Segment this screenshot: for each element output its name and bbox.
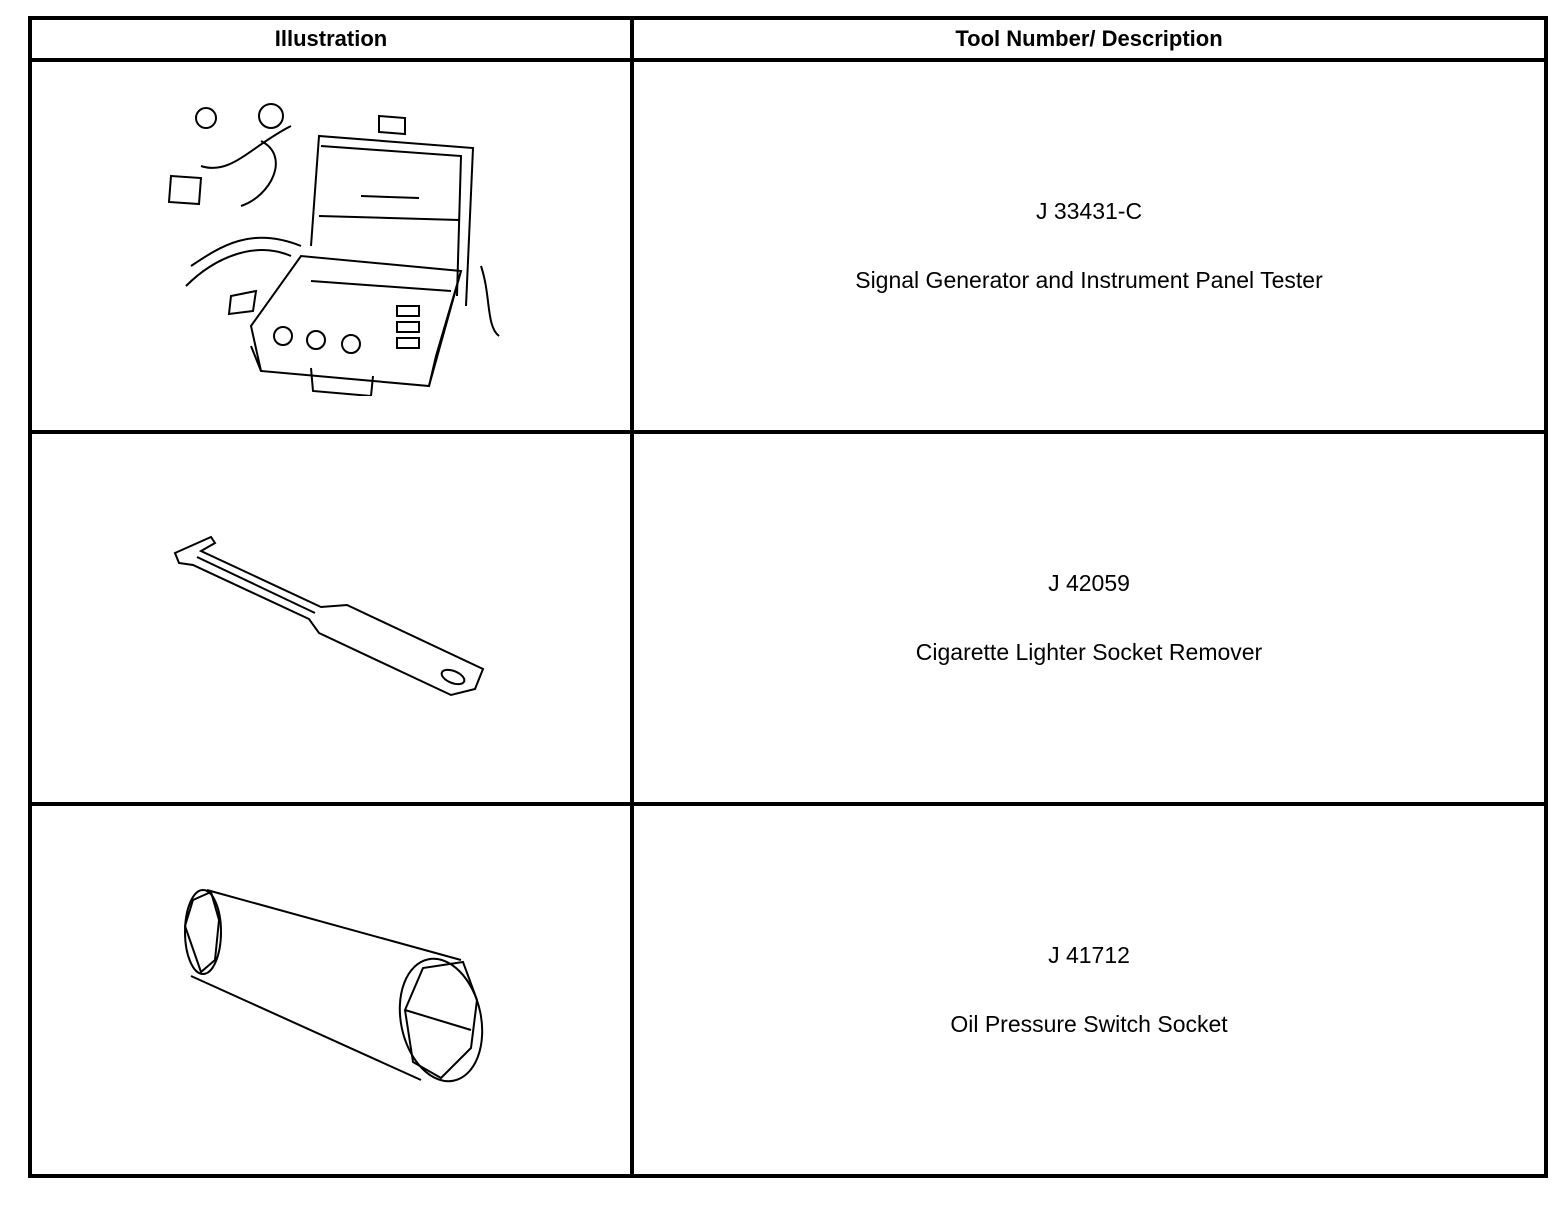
tool-number: J 42059: [1048, 570, 1130, 596]
illustration-cell: [28, 58, 634, 434]
table-row: J 42059 Cigarette Lighter Socket Remover: [28, 430, 1548, 806]
illustration-cell: [28, 802, 634, 1178]
tool-cell: J 33431-C Signal Generator and Instrumen…: [630, 58, 1548, 434]
tool-number: J 41712: [1048, 942, 1130, 968]
table-row: J 41712 Oil Pressure Switch Socket: [28, 802, 1548, 1178]
tool-description: Signal Generator and Instrument Panel Te…: [855, 267, 1323, 293]
tool-cell: J 42059 Cigarette Lighter Socket Remover: [630, 430, 1548, 806]
tester-case-icon: [161, 96, 501, 396]
illustration-cell: [28, 430, 634, 806]
header-illustration: Illustration: [28, 16, 634, 62]
socket-remover-icon: [171, 523, 491, 713]
tool-number: J 33431-C: [1035, 198, 1143, 224]
table-row: J 33431-C Signal Generator and Instrumen…: [28, 58, 1548, 434]
tool-cell: J 41712 Oil Pressure Switch Socket: [630, 802, 1548, 1178]
header-tool-number-description: Tool Number/ Description: [630, 16, 1548, 62]
tool-description: Cigarette Lighter Socket Remover: [915, 639, 1263, 665]
tool-description: Oil Pressure Switch Socket: [950, 1011, 1228, 1037]
special-tools-table: Illustration Tool Number/ Description: [28, 16, 1548, 1178]
deep-socket-icon: [171, 880, 491, 1100]
